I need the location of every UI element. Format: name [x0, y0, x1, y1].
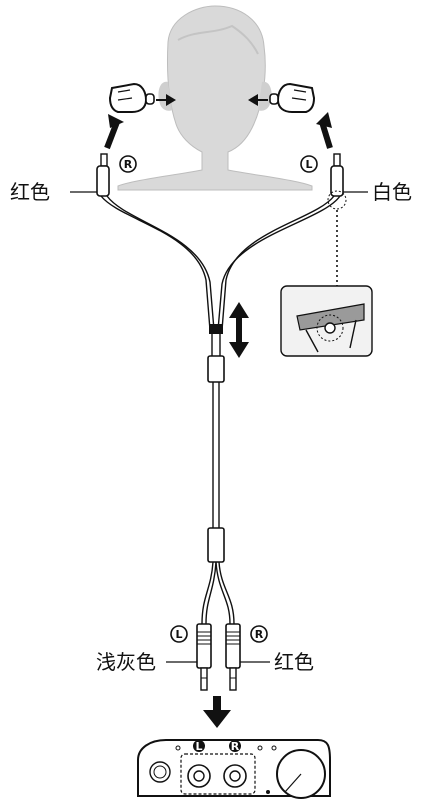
plug-right-channel: [225, 623, 241, 691]
svg-text:L: L: [175, 628, 182, 641]
lower-splitter: [207, 527, 225, 563]
svg-text:R: R: [124, 158, 133, 171]
inset-detail-panel: [280, 210, 373, 357]
earpiece-left-channel: [269, 82, 316, 113]
earpiece-right-channel: [108, 82, 155, 113]
slider-adjust-arrow: [229, 302, 249, 358]
label-left-plug-color: 红色: [10, 180, 50, 204]
label-right-rca-color: 红色: [274, 650, 314, 674]
label-right-plug-color: 白色: [372, 180, 412, 204]
amplifier-device: L R: [137, 739, 331, 799]
marker-r-top: R: [119, 155, 137, 173]
cable-slider: [209, 324, 223, 334]
label-left-rca-color: 浅灰色: [96, 650, 156, 674]
cable-plug-left: [96, 153, 110, 197]
arrow-insert-left-earpiece: [248, 94, 268, 106]
svg-text:R: R: [231, 740, 240, 753]
cable-main-trunk: [211, 334, 221, 356]
marker-r-bottom: R: [250, 625, 268, 643]
cable-right-branch: [217, 195, 341, 331]
marker-l-top: L: [300, 155, 318, 173]
plug-left-channel: [196, 623, 212, 691]
arrow-up-right: [316, 112, 333, 149]
arrow-insert-right-earpiece: [156, 94, 176, 106]
svg-text:L: L: [195, 740, 202, 753]
svg-text:R: R: [255, 628, 264, 641]
svg-text:L: L: [305, 158, 312, 171]
arrow-up-left: [104, 114, 124, 150]
arrow-down-connect: [203, 696, 231, 728]
y-splitter: [207, 355, 225, 383]
cable-left-branch: [100, 195, 215, 331]
marker-l-bottom: L: [170, 625, 188, 643]
cable-plug-right: [327, 153, 347, 210]
cable-lower-branches: [201, 561, 235, 625]
